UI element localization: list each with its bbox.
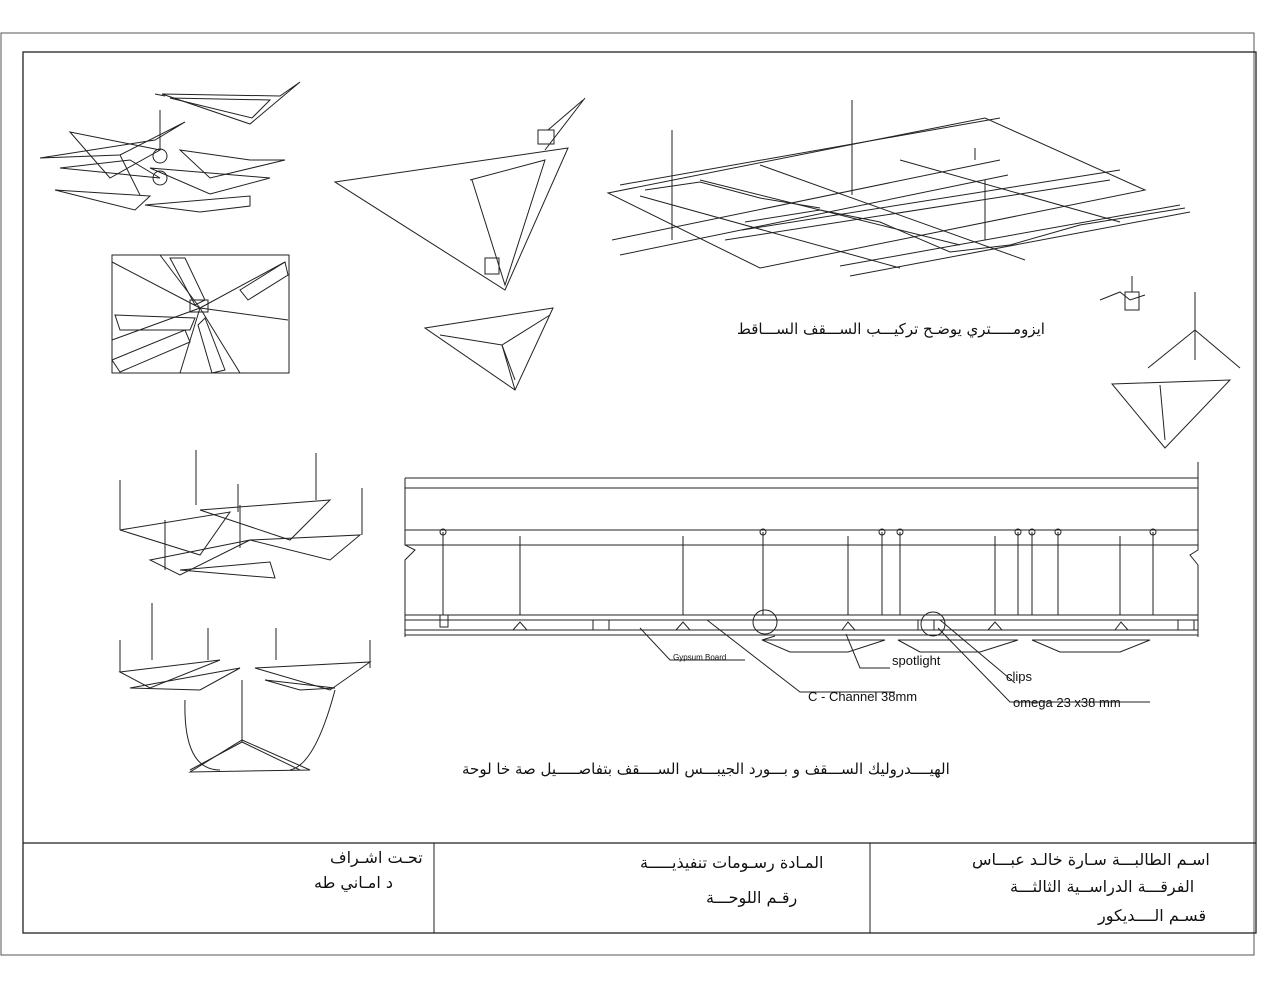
panel-cluster-top (39, 81, 301, 213)
c-channel-label: C - Channel 38mm (808, 689, 918, 704)
department: قسـم الــــديكور (1098, 906, 1207, 925)
section-drop-panels (761, 635, 1151, 653)
omega-label: omega 23 x38 mm (1013, 695, 1121, 710)
bracket-detail (1099, 276, 1146, 311)
detail-plan-box (111, 254, 290, 374)
student-name: اسـم الطالبـــة سـارة خالـد عبـــاس (972, 850, 1210, 869)
gypsum-board-label: Gypsum Board (673, 653, 727, 662)
clips-label: clips (1006, 669, 1033, 684)
sheet-number: رقـم اللوحـــة (706, 888, 798, 907)
spotlight-label: spotlight (892, 653, 941, 668)
ceiling-section (404, 462, 1199, 637)
supervision-label: تحـت اشـراف (330, 848, 423, 867)
section-hangers (439, 528, 1157, 615)
inverted-panel-right (1110, 292, 1241, 449)
triangle-panel-small (423, 307, 554, 391)
suspended-cluster-a (119, 450, 363, 579)
detail-circle-clips (920, 611, 946, 637)
supervisor-name: د امـاني طه (314, 873, 393, 892)
isometric-ceiling (606, 100, 1191, 277)
outer-border (0, 32, 1255, 956)
suspended-cluster-b (118, 603, 372, 773)
subject: المـادة رسـومات تنفيذيـــــة (640, 853, 824, 872)
section-fixtures (439, 614, 1195, 631)
academic-year: الفرقـــة الدراســية الثالثـــة (1010, 877, 1195, 896)
inner-border (22, 51, 1257, 934)
isometric-caption: ايزومـــــتري يوضـح تركيـــب الســـقف ال… (737, 320, 1045, 338)
detail-circle-spotlight (752, 609, 778, 635)
section-caption: الهيــــدروليك الســـقف و بـــورد الجيبـ… (462, 760, 950, 778)
leader-lines (639, 619, 1150, 703)
triangle-panel-large (333, 97, 586, 291)
